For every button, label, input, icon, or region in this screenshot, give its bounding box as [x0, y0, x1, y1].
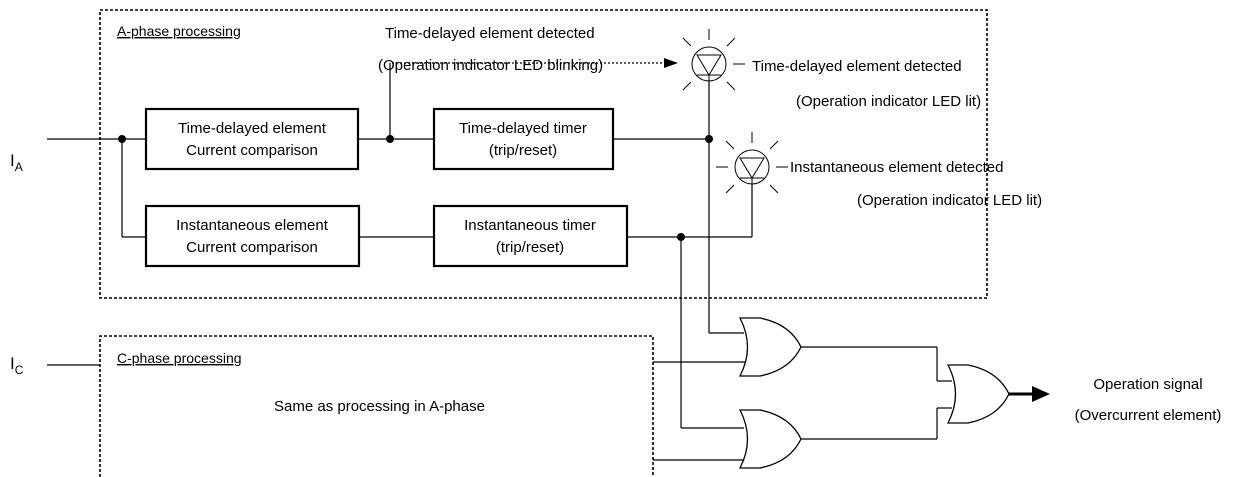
output-label-line2: (Overcurrent element)	[1075, 407, 1222, 424]
time-delayed-timer-block: Time-delayed timer (trip/reset)	[432, 107, 615, 171]
time-delayed-led-icon	[682, 29, 745, 91]
svg-text:Current comparison: Current comparison	[186, 239, 318, 256]
input-ia: IA	[10, 151, 23, 174]
blinking-note-line1: Time-delayed element detected	[385, 25, 595, 42]
instantaneous-timer-block: Instantaneous timer (trip/reset)	[432, 204, 629, 268]
led-time-delayed-line2: (Operation indicator LED lit)	[796, 93, 981, 110]
svg-text:Instantaneous element: Instantaneous element	[176, 217, 329, 234]
instantaneous-element-block: Instantaneous element Current comparison	[144, 204, 361, 268]
time-delayed-element-block: Time-delayed element Current comparison	[144, 107, 360, 171]
led-time-delayed-line1: Time-delayed element detected	[752, 58, 962, 75]
svg-text:(trip/reset): (trip/reset)	[489, 142, 557, 159]
svg-text:IA: IA	[10, 151, 23, 174]
input-ic: IC	[10, 354, 24, 377]
c-phase-description: Same as processing in A-phase	[274, 398, 485, 415]
svg-text:IC: IC	[10, 354, 24, 377]
signal-wires	[47, 65, 952, 461]
a-phase-title: A-phase processing	[117, 23, 241, 39]
or-gate-top	[738, 317, 802, 377]
c-phase-frame	[99, 335, 654, 477]
or-gate-output	[946, 364, 1010, 424]
blinking-signal-arrow	[389, 62, 668, 65]
junction-dots	[118, 135, 713, 241]
led-instantaneous-line1: Instantaneous element detected	[790, 159, 1004, 176]
blinking-arrowhead	[664, 58, 678, 68]
svg-text:Current comparison: Current comparison	[186, 142, 318, 159]
svg-text:(trip/reset): (trip/reset)	[496, 239, 564, 256]
led-instantaneous-line2: (Operation indicator LED lit)	[857, 192, 1042, 209]
svg-text:Instantaneous timer: Instantaneous timer	[464, 217, 596, 234]
or-gate-bottom	[738, 409, 802, 469]
a-phase-frame	[99, 9, 988, 299]
svg-text:Time-delayed timer: Time-delayed timer	[459, 120, 587, 137]
svg-text:Time-delayed element: Time-delayed element	[178, 120, 327, 137]
output-arrowhead	[1032, 386, 1050, 402]
c-phase-title: C-phase processing	[117, 350, 242, 366]
instantaneous-led-icon	[716, 132, 788, 194]
output-label-line1: Operation signal	[1093, 376, 1202, 393]
blinking-note-line2: (Operation indicator LED blinking)	[378, 57, 603, 74]
